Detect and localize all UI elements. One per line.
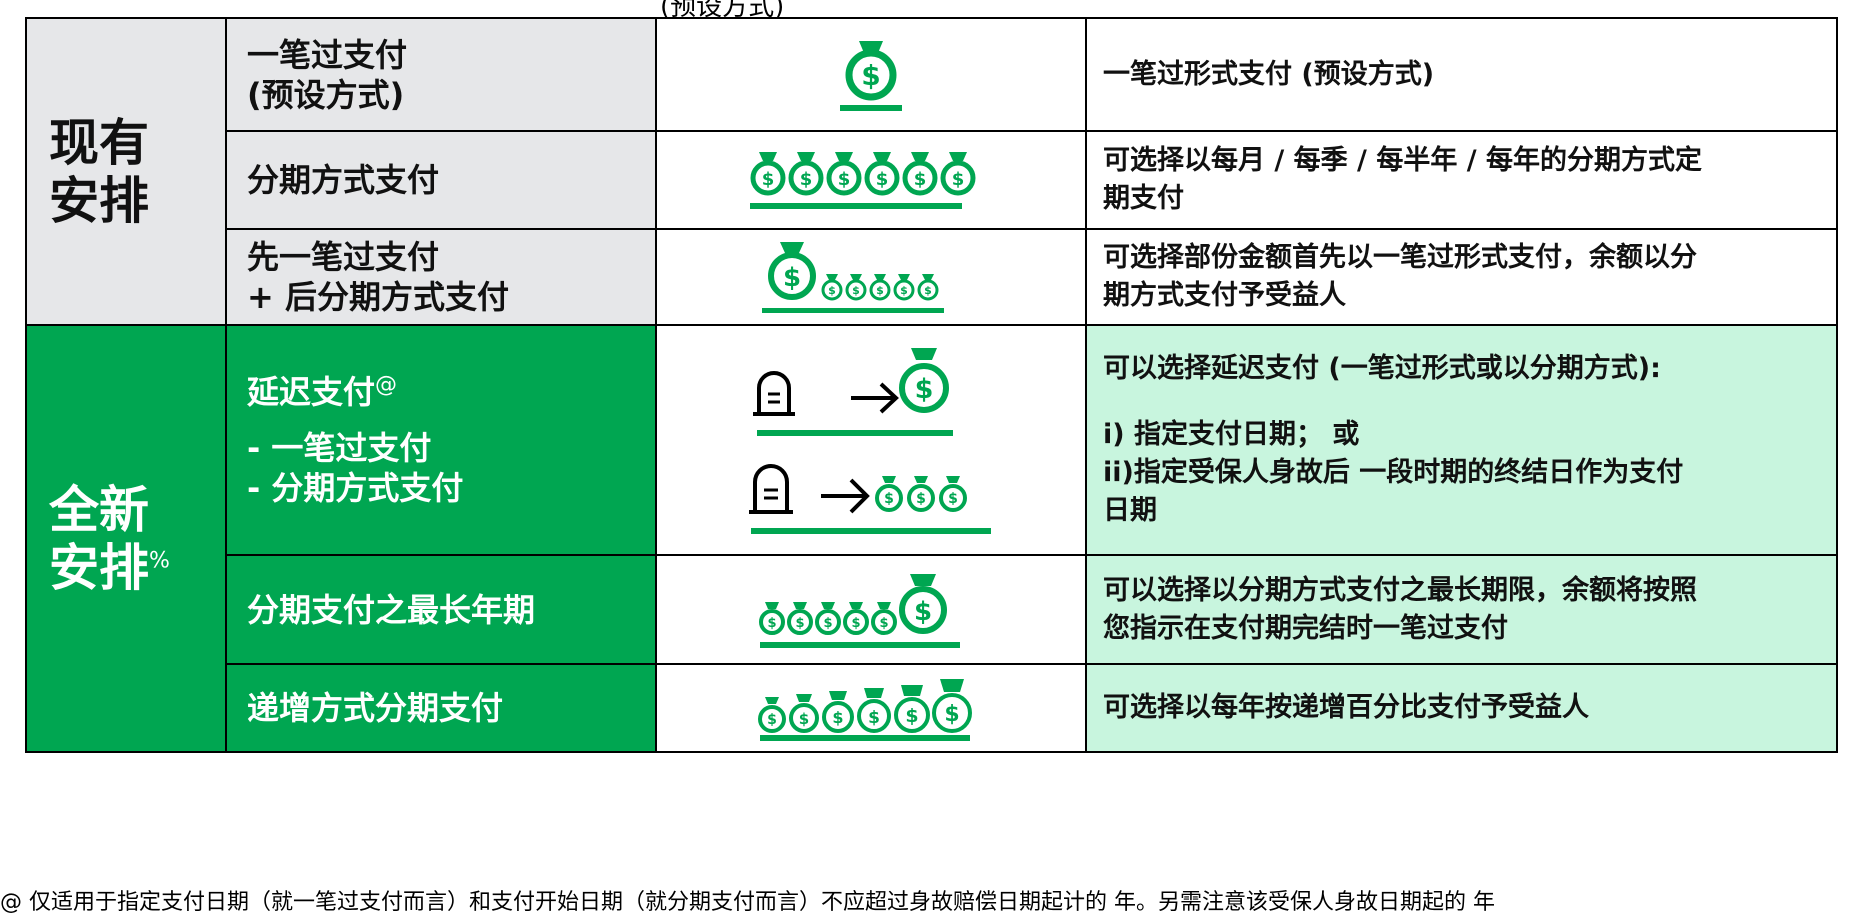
option-name-title: 延迟支付 [247, 373, 376, 411]
svg-text:$: $ [767, 712, 777, 728]
table-row: 分期支付之最长年期 $ $ $ $ $ $ [26, 554, 1838, 665]
svg-text:$: $ [767, 616, 776, 631]
description-line: 您指示在支付期完结时一笔过支付 [1103, 612, 1508, 644]
group-new-line-1: 全新 [49, 480, 149, 539]
option-name-line: 分期支付之最长年期 [247, 590, 536, 629]
option-name-line: + 后分期方式支付 [247, 278, 509, 316]
svg-text:$: $ [879, 616, 888, 631]
svg-text:$: $ [828, 284, 836, 297]
svg-text:$: $ [762, 169, 775, 190]
svg-text:$: $ [916, 491, 926, 507]
description-line: 期支付 [1103, 183, 1184, 214]
header-fragment: (预设方式) [660, 0, 785, 22]
group-new-line-2: 安排 [49, 538, 149, 597]
svg-text:$: $ [868, 708, 880, 728]
option-name-line: - 一笔过支付 [247, 429, 432, 467]
group-new-label: 全新 安排% [25, 324, 227, 753]
option-description: 一笔过形式支付 (预设方式) [1085, 17, 1838, 132]
option-description: 可以选择以分期方式支付之最长期限，余额将按照 您指示在支付期完结时一笔过支付 [1085, 554, 1838, 665]
svg-text:$: $ [876, 284, 884, 297]
svg-text:$: $ [823, 616, 832, 631]
option-description: 可选择以每年按递增百分比支付予受益人 [1085, 663, 1838, 753]
svg-text:$: $ [832, 708, 843, 727]
table-row: 分期方式支付 $$$ $$$ 可选择以每月 [26, 130, 1838, 230]
table-row: 全新 安排% 延迟支付@ - 一笔过支付 - 分期方式支付 $ [25, 324, 1838, 753]
svg-text:$: $ [851, 616, 860, 631]
option-name-line: (预设方式) [247, 75, 405, 114]
option-name: 递增方式分期支付 [225, 663, 657, 753]
option-name-line: 先一笔过支付 [247, 238, 440, 276]
option-name: 先一笔过支付 + 后分期方式支付 [225, 228, 657, 326]
option-name: 分期支付之最长年期 [225, 554, 657, 665]
tombstone-arrow-money-icon: $ $ $ $ [655, 324, 1087, 556]
group-current-line-1: 现有 [49, 113, 149, 172]
description-line: 一笔过形式支付 (预设方式) [1103, 58, 1435, 90]
option-name: 一笔过支付 (预设方式) [225, 17, 657, 132]
svg-text:$: $ [924, 284, 932, 297]
description-line: ii)指定受保人身故后 一段时期的终结日作为支付 [1103, 457, 1684, 488]
description-line: 可选择以每年按递增百分比支付予受益人 [1103, 692, 1589, 723]
description-title: 可以选择延迟支付 (一笔过形式或以分期方式): [1103, 353, 1661, 384]
svg-text:$: $ [948, 491, 958, 507]
svg-text:$: $ [800, 169, 813, 190]
svg-text:$: $ [876, 169, 889, 190]
svg-text:$: $ [900, 284, 908, 297]
at-superscript: @ [375, 372, 398, 398]
svg-text:$: $ [799, 710, 809, 728]
description-line: 期方式支付予受益人 [1103, 280, 1346, 311]
percent-superscript: % [149, 547, 170, 573]
footnote: @ 仅适用于指定支付日期（就一笔过支付而言）和支付开始日期（就分期支付而言）不应… [0, 890, 1495, 915]
option-description: 可选择以每月 / 每季 / 每半年 / 每年的分期方式定 期支付 [1085, 130, 1838, 230]
svg-text:$: $ [905, 705, 918, 727]
svg-text:$: $ [852, 284, 860, 297]
option-name: 分期方式支付 [225, 130, 657, 230]
svg-text:$: $ [838, 169, 851, 190]
increasing-bags-icon: $ $ $ $ $ $ [655, 663, 1087, 753]
svg-text:$: $ [795, 616, 804, 631]
table-row: 现有 安排 一笔过支付 (预设方式) $ 一笔过形式支付 (预设方式) [25, 17, 1838, 326]
option-name-line: - 分期方式支付 [247, 469, 464, 507]
description-line: 可选择以每月 / 每季 / 每半年 / 每年的分期方式定 [1103, 145, 1702, 176]
option-name-line: 分期方式支付 [247, 161, 440, 199]
svg-text:$: $ [914, 169, 927, 190]
svg-text:$: $ [914, 597, 932, 627]
svg-text:$: $ [952, 169, 965, 190]
large-bag-plus-small-bags-icon: $ $ $ $ $ $ [655, 228, 1087, 326]
description-line: 可以选择以分期方式支付之最长期限，余额将按照 [1103, 574, 1697, 606]
option-name: 延迟支付@ - 一笔过支付 - 分期方式支付 [225, 324, 657, 556]
small-bags-then-large-bag-icon: $ $ $ $ $ $ [655, 554, 1087, 665]
option-description: 可以选择延迟支付 (一笔过形式或以分期方式): i) 指定支付日期； 或 ii)… [1085, 324, 1838, 556]
svg-text:$: $ [884, 491, 894, 507]
table-row: 先一笔过支付 + 后分期方式支付 $ $ $ $ $ $ [26, 228, 1838, 326]
description-line: 可选择部份金额首先以一笔过形式支付，余额以分 [1103, 242, 1697, 273]
table-row: 递增方式分期支付 $ $ $ $ $ $ [26, 663, 1838, 753]
settlement-options-table: 现有 安排 一笔过支付 (预设方式) $ 一笔过形式支付 (预设方式) 分期方式… [25, 17, 1838, 753]
option-description: 可选择部份金额首先以一笔过形式支付，余额以分 期方式支付予受益人 [1085, 228, 1838, 326]
six-money-bags-icon: $ $ $ $ $ $ [655, 130, 1087, 230]
description-line: 日期 [1103, 495, 1157, 526]
group-current-line-2: 安排 [49, 171, 149, 230]
single-money-bag-icon: $ [655, 17, 1087, 132]
svg-text:$: $ [783, 263, 801, 293]
svg-text:$: $ [944, 702, 959, 727]
description-line: i) 指定支付日期； 或 [1103, 419, 1360, 450]
svg-text:$: $ [915, 374, 934, 405]
group-current-label: 现有 安排 [25, 17, 227, 326]
option-name-line: 一笔过支付 [247, 35, 408, 74]
option-name-line: 递增方式分期支付 [247, 689, 504, 727]
svg-text:$: $ [861, 59, 880, 92]
